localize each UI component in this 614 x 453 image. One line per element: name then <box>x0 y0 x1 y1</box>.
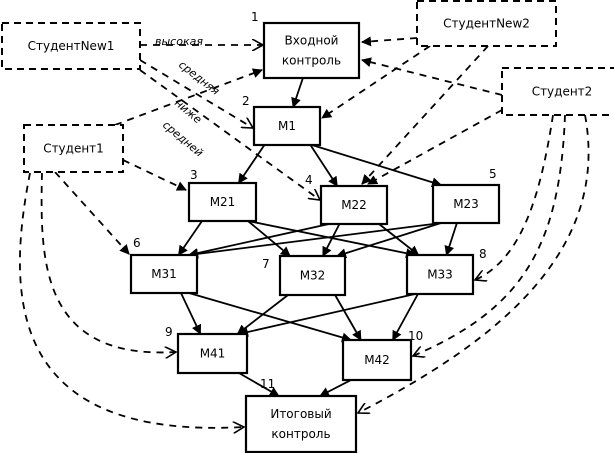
module-edge-m32-m42 <box>334 294 362 341</box>
module-box <box>278 254 347 297</box>
module-edge-m21-m32 <box>247 220 291 257</box>
student-box <box>23 124 124 173</box>
module-edge-entry-m1 <box>291 77 304 108</box>
edge-label-high: высокая <box>155 35 203 48</box>
module-box <box>176 332 249 375</box>
module-edge-m1-m22 <box>309 144 339 187</box>
module-edge-m33-m41 <box>238 293 416 337</box>
module-edge-m21-m31 <box>177 220 203 256</box>
student-path-s1-final <box>19 172 244 428</box>
module-box <box>341 338 413 382</box>
student-node-s2: Студент2 <box>501 67 614 116</box>
student-label: СтудентNew1 <box>28 39 115 53</box>
student-path-s1-entry <box>114 68 263 126</box>
module-node-m23: M23 5 <box>431 167 501 225</box>
student-path-s2-m33 <box>475 114 554 280</box>
module-node-m33: M33 8 <box>405 247 487 296</box>
student-path-s2-m42 <box>413 114 566 356</box>
module-edge-m23-m33 <box>444 222 458 256</box>
student-path-sn1-m22 <box>139 69 320 200</box>
student-path-s1-m31 <box>54 171 130 255</box>
module-edge-m23-m32 <box>336 222 442 259</box>
edge-label-below-2: средней <box>160 118 206 159</box>
module-box <box>252 105 322 147</box>
student-box <box>1 22 141 70</box>
module-number: 5 <box>489 167 497 181</box>
student-path-sn1-m1 <box>139 59 253 128</box>
student-box <box>416 0 557 47</box>
student-path-s2-final <box>358 114 590 413</box>
module-label: M21 <box>210 195 236 209</box>
module-label: контроль <box>271 427 330 441</box>
module-number: 9 <box>165 325 173 339</box>
module-box <box>129 253 199 295</box>
module-box <box>319 184 389 226</box>
module-number: 2 <box>242 94 250 108</box>
student-label: Студент2 <box>532 85 593 99</box>
module-label: M33 <box>427 268 453 282</box>
student-path-sn2-entry <box>361 36 418 47</box>
module-label: M32 <box>300 269 326 283</box>
module-box <box>244 394 358 453</box>
student-path-s2-m22 <box>367 109 503 185</box>
module-edge-m31-m42 <box>188 292 352 343</box>
module-node-m42: M42 10 <box>341 329 423 382</box>
module-edge-m42-final <box>319 379 352 397</box>
student-node-sn1: СтудентNew1 <box>1 22 141 70</box>
module-node-m22: M22 4 <box>305 173 389 226</box>
module-box <box>262 21 361 80</box>
module-edge-m22-m31 <box>188 223 330 258</box>
module-node-entry: Входной контроль 1 <box>251 10 361 80</box>
module-number: 7 <box>262 257 270 271</box>
module-edge-m1-m23 <box>311 144 442 188</box>
module-number: 8 <box>479 247 487 261</box>
module-edge-m22-m32 <box>322 223 341 257</box>
student-path-sn2-m22 <box>361 45 489 185</box>
edge-label-below-1: ниже <box>172 96 204 126</box>
module-label: M41 <box>200 347 226 361</box>
student-path-s1-m21 <box>122 159 187 191</box>
module-label: M22 <box>341 198 367 212</box>
student-node-sn2: СтудентNew2 <box>416 0 557 47</box>
module-node-m1: M1 2 <box>242 94 322 147</box>
student-path-s2-entry <box>361 57 503 96</box>
module-label: M31 <box>151 267 177 281</box>
module-number: 11 <box>260 377 275 391</box>
module-edge-m31-m41 <box>180 292 202 335</box>
module-number: 10 <box>408 329 423 343</box>
module-label: Входной <box>285 34 339 48</box>
module-number: 4 <box>305 173 313 187</box>
module-node-m32: M32 7 <box>262 254 347 297</box>
module-edge-m33-m42 <box>391 293 419 341</box>
module-label: M23 <box>453 197 479 211</box>
module-number: 3 <box>190 168 198 182</box>
module-edge-m23-m31 <box>188 222 442 259</box>
module-label: Итоговый <box>270 407 331 421</box>
module-box <box>431 183 501 225</box>
module-box <box>187 181 258 223</box>
module-box <box>405 253 475 296</box>
student-path-sn2-m1 <box>321 45 431 119</box>
student-node-s1: Студент1 <box>23 124 124 173</box>
edges-layer <box>19 36 590 428</box>
module-label: M42 <box>364 353 390 367</box>
student-label: СтудентNew2 <box>443 17 530 31</box>
student-label: Студент1 <box>43 142 104 156</box>
module-edge-m1-m21 <box>237 144 266 184</box>
module-node-m21: M21 3 <box>187 168 258 223</box>
module-node-m41: M41 9 <box>165 325 249 375</box>
module-node-final: Итоговый контроль 11 <box>244 377 358 453</box>
edge-label-medium: средняя <box>176 58 222 98</box>
module-edge-m41-final <box>238 372 280 397</box>
module-number: 6 <box>133 236 141 250</box>
module-node-m31: M31 6 <box>129 236 199 295</box>
module-number: 1 <box>251 10 259 24</box>
module-label: M1 <box>278 119 296 133</box>
module-label: контроль <box>282 54 341 68</box>
student-box <box>501 67 614 116</box>
